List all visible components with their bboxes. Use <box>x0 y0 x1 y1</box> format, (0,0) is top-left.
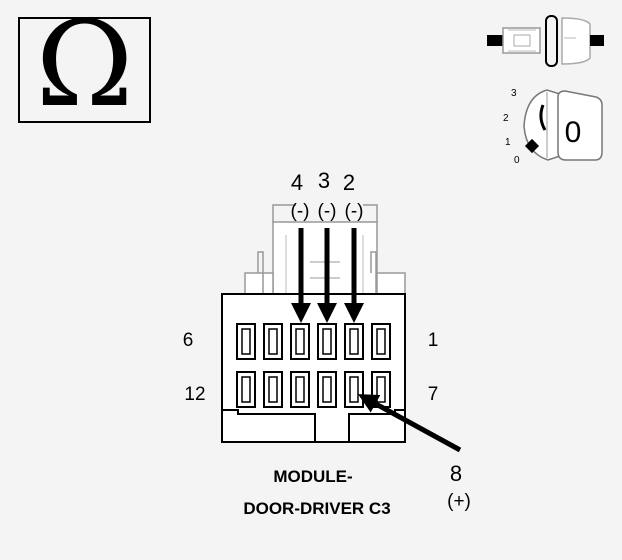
ohmmeter-icon: Ω <box>18 0 151 133</box>
key-position-2: 2 <box>503 113 509 124</box>
connector-c3 <box>221 204 406 443</box>
connector-disconnect-icon <box>487 15 604 67</box>
connector-caption-line1: MODULE- <box>273 467 352 486</box>
connector-caption-line2: DOOR-DRIVER C3 <box>243 499 390 518</box>
probe-pin-8-polarity: (+) <box>447 491 471 512</box>
cavity-row-bottom <box>236 371 391 408</box>
key-position-indicator: 0 <box>565 116 582 149</box>
key-position-3: 3 <box>511 88 517 99</box>
pin-label-7: 7 <box>428 384 439 405</box>
pin-label-12: 12 <box>184 384 205 405</box>
probe-arrow-pin-8 <box>357 394 462 453</box>
cavity-row-top <box>236 323 391 360</box>
probe-pin-3-label: 3 <box>318 168 330 193</box>
probe-pin-2-polarity: (-) <box>345 201 364 222</box>
ignition-key-icon: 3 2 1 0 0 <box>503 88 603 166</box>
probe-pin-3-polarity: (-) <box>318 201 337 222</box>
probe-pin-4-polarity: (-) <box>291 201 310 222</box>
probe-pin-4-label: 4 <box>291 170 303 195</box>
ohm-symbol: Ω <box>36 0 134 133</box>
key-position-1: 1 <box>505 137 511 148</box>
key-position-0: 0 <box>514 155 520 166</box>
probe-pin-8-label: 8 <box>450 461 462 486</box>
pin-label-6: 6 <box>183 330 194 351</box>
pin-label-1: 1 <box>428 330 439 351</box>
probe-pin-2-label: 2 <box>343 170 355 195</box>
